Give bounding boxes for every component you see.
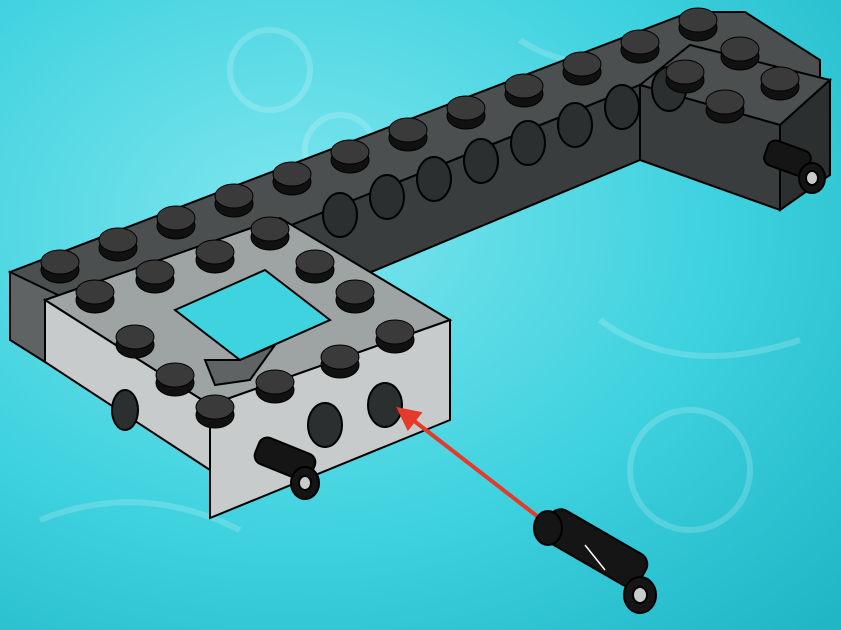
- stud: [446, 95, 486, 130]
- corner-block-pin: [763, 139, 826, 194]
- beam-hole: [463, 138, 499, 184]
- stud: [255, 369, 295, 404]
- frame-hole: [367, 382, 403, 428]
- stud: [115, 324, 155, 359]
- stud: [155, 362, 195, 397]
- beam-hole: [416, 156, 452, 202]
- stud: [330, 139, 370, 174]
- stud: [135, 259, 175, 294]
- stud: [195, 394, 235, 429]
- stud: [98, 227, 138, 262]
- stud: [678, 7, 718, 42]
- stud: [375, 319, 415, 354]
- stud: [295, 249, 335, 284]
- stud: [760, 66, 800, 101]
- stud: [214, 183, 254, 218]
- stud: [320, 344, 360, 379]
- beam-hole: [369, 174, 405, 220]
- stud: [665, 59, 705, 94]
- beam-hole: [322, 192, 358, 238]
- stud: [388, 117, 428, 152]
- stud: [705, 89, 745, 124]
- stud: [195, 239, 235, 274]
- stud: [562, 51, 602, 86]
- stud: [75, 279, 115, 314]
- loose-pin: [533, 508, 657, 614]
- stud: [272, 161, 312, 196]
- stud: [40, 249, 80, 284]
- frame-side-hole: [111, 389, 139, 431]
- frame-hole: [307, 402, 343, 448]
- studs: [40, 7, 800, 429]
- stud: [620, 29, 660, 64]
- insertion-arrow: [396, 407, 557, 532]
- stud: [156, 205, 196, 240]
- beam-hole: [557, 102, 593, 148]
- frame-pin: [253, 436, 320, 500]
- stud: [720, 36, 760, 71]
- stud: [504, 73, 544, 108]
- stud: [250, 216, 290, 251]
- frame-opening: [173, 268, 332, 362]
- stud: [335, 279, 375, 314]
- beam-hole: [510, 120, 546, 166]
- beam-hole: [604, 84, 640, 130]
- beam-holes: [322, 66, 687, 238]
- frame-holes: [111, 382, 403, 448]
